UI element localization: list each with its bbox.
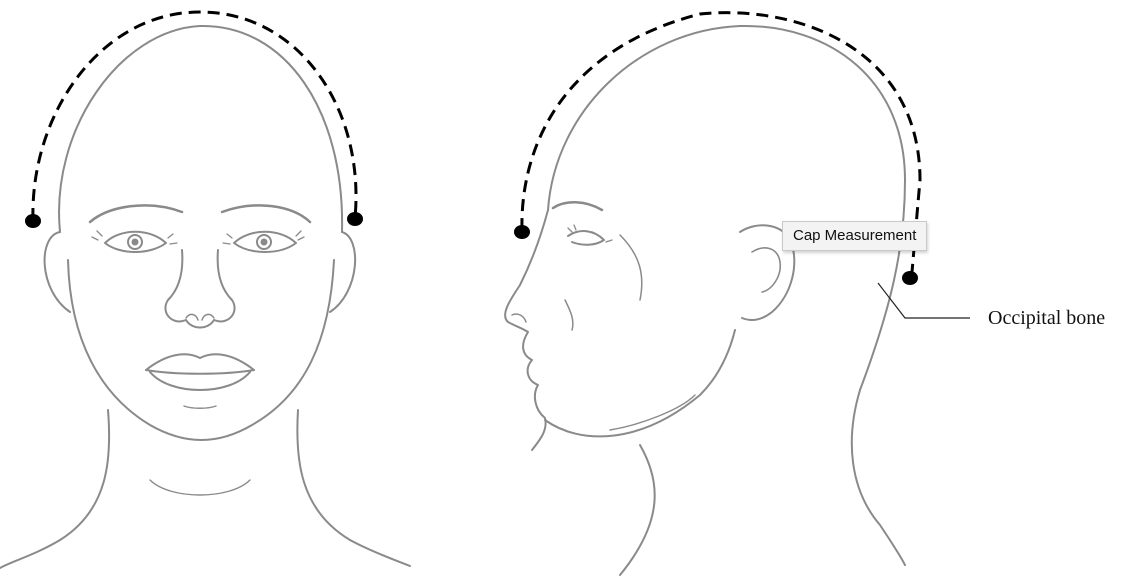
- side-face-profile: [505, 210, 548, 450]
- cap-measurement-tooltip: Cap Measurement: [782, 221, 927, 251]
- front-neck-line: [150, 480, 250, 495]
- side-head-view: [505, 26, 905, 575]
- front-right-pupil: [262, 240, 267, 245]
- front-left-marker-dot: [25, 214, 41, 228]
- side-cheek-line: [565, 235, 642, 330]
- side-neck-back: [852, 390, 905, 565]
- occipital-bone-label: Occipital bone: [988, 306, 1105, 330]
- side-back-marker-dot: [902, 271, 918, 285]
- front-left-ear: [45, 232, 70, 312]
- front-cap-measurement: [25, 12, 363, 228]
- front-neck-right: [297, 410, 410, 566]
- side-jaw: [545, 330, 735, 436]
- side-eyebrow: [553, 202, 602, 210]
- front-lip-line: [146, 370, 254, 374]
- front-left-eyebrow: [90, 205, 182, 222]
- front-head-view: [0, 26, 410, 568]
- front-chin-line: [184, 406, 216, 408]
- side-front-marker-dot: [514, 225, 530, 239]
- front-right-eyebrow: [222, 205, 310, 222]
- side-eye: [568, 231, 604, 245]
- front-upper-lip: [146, 354, 254, 370]
- front-right-marker-dot: [347, 212, 363, 226]
- side-cranium-outline: [548, 26, 905, 390]
- side-neck-front: [620, 445, 655, 575]
- front-left-pupil: [133, 240, 138, 245]
- side-nostril: [512, 314, 526, 322]
- front-nose: [165, 250, 234, 328]
- side-ear-inner: [752, 248, 780, 292]
- front-skull-outline: [59, 26, 342, 232]
- front-neck-left: [0, 410, 109, 568]
- front-nostrils: [186, 314, 214, 320]
